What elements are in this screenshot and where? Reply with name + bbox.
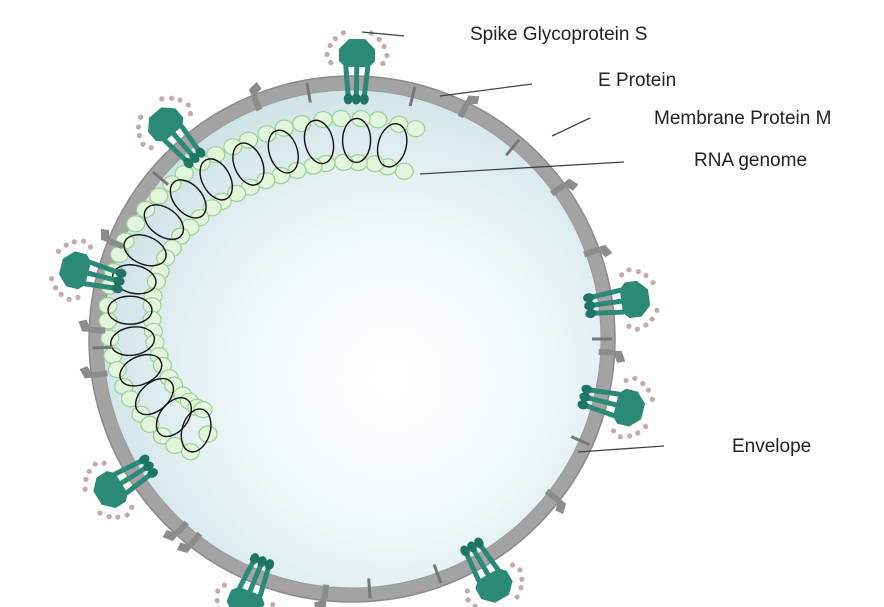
- rna-genome-label: RNA genome: [694, 150, 807, 172]
- e-protein-leader-line: [440, 84, 532, 96]
- spike-leader-line: [362, 32, 404, 36]
- spike-glycoprotein-label: Spike Glycoprotein S: [470, 24, 647, 46]
- nucleocapsid-bead: [127, 216, 145, 232]
- nucleocapsid-bead: [304, 158, 322, 174]
- nucleocapsid-bead: [150, 188, 168, 204]
- nucleocapsid-bead: [335, 154, 353, 170]
- membrane-protein-label: Membrane Protein M: [654, 108, 831, 130]
- nucleocapsid-bead: [108, 362, 126, 378]
- e-protein: [592, 338, 612, 341]
- envelope-label: Envelope: [732, 436, 811, 458]
- nucleocapsid-bead: [258, 126, 276, 142]
- nucleocapsid-bead: [369, 112, 387, 128]
- nucleocapsid-bead: [275, 120, 293, 136]
- nucleocapsid-bead: [99, 313, 117, 329]
- membrane-leader-line: [552, 118, 590, 136]
- nucleocapsid-bead: [407, 121, 425, 137]
- e-protein-label: E Protein: [598, 70, 676, 92]
- nucleocapsid-bead: [395, 163, 413, 179]
- nucleocapsid-bead: [111, 246, 129, 262]
